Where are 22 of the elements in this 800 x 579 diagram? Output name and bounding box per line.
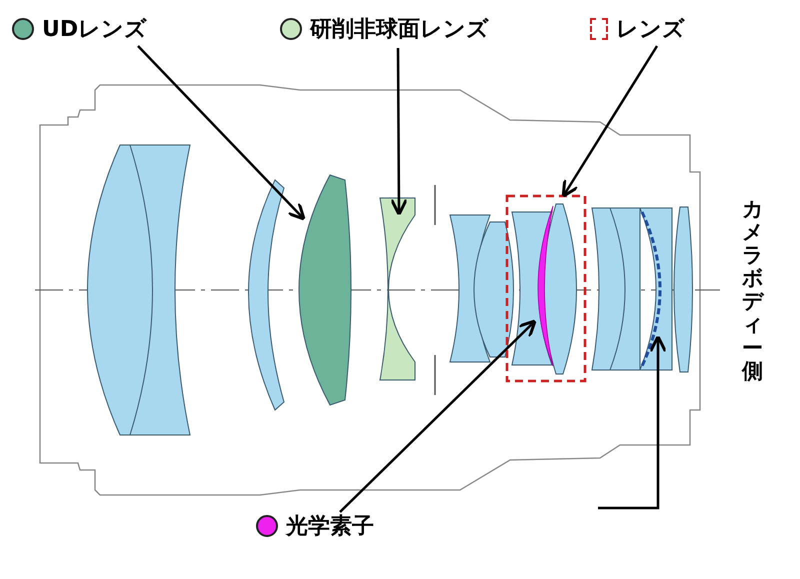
aspheric-lens-element: [380, 198, 416, 380]
lens-element: [542, 204, 577, 374]
lens-element: [87, 144, 190, 436]
leader-arrow: [562, 45, 658, 198]
lens-label: レンズ: [616, 16, 685, 44]
cemented-lens-doublet: [450, 214, 514, 362]
leader-arrow: [598, 335, 667, 510]
leader-arrow: [390, 48, 408, 216]
lens-label: UDレンズ: [42, 16, 148, 44]
cemented-lens-doublet: [592, 208, 672, 370]
side-label: カメラボディー側: [742, 198, 763, 383]
leader-arrow: [137, 45, 306, 221]
lens-element: [674, 206, 693, 372]
ud-lens-element: [298, 174, 352, 406]
lens-label: 研削非球面レンズ: [310, 16, 489, 44]
leader-arrow: [339, 319, 537, 513]
optical-element-layer: [538, 206, 554, 366]
lens-group-frame: [506, 194, 586, 382]
lens-element: [512, 212, 552, 366]
coated-surface-curve: [640, 211, 662, 367]
lens-label: 光学素子: [286, 513, 374, 541]
lens-element: [248, 180, 284, 410]
